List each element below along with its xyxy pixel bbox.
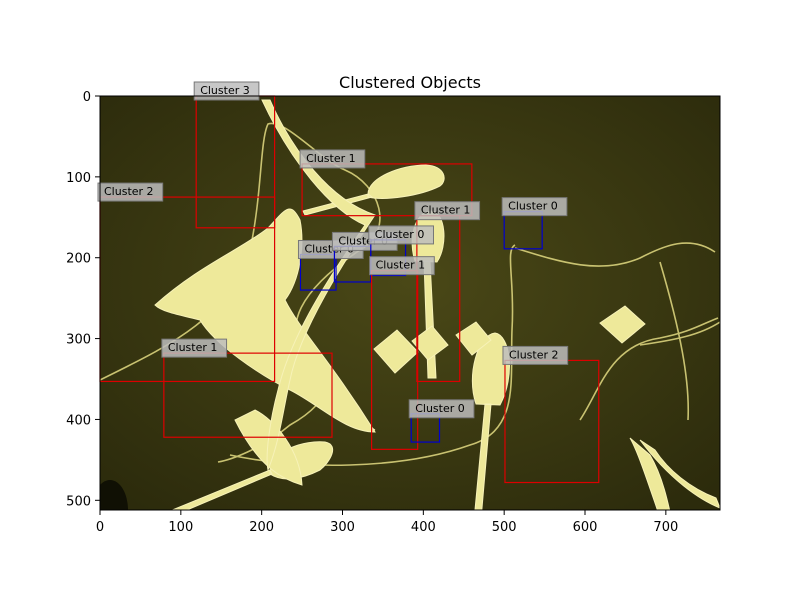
cluster-label: Cluster 1 bbox=[306, 152, 356, 165]
cluster-box-group: Cluster 2 bbox=[97, 182, 276, 383]
x-tick-label: 0 bbox=[96, 520, 104, 535]
cluster-label: Cluster 3 bbox=[200, 84, 250, 97]
cluster-label: Cluster 0 bbox=[508, 200, 558, 213]
x-axis: 0 100 200 300 400 500 600 700 bbox=[96, 510, 678, 535]
cluster-label-background bbox=[97, 182, 164, 202]
x-tick-label: 600 bbox=[573, 520, 598, 535]
cluster-label-background bbox=[369, 256, 435, 276]
x-tick-label: 400 bbox=[411, 520, 436, 535]
handle-object bbox=[261, 99, 376, 472]
y-tick-label: 0 bbox=[83, 90, 91, 105]
cluster-label: Cluster 2 bbox=[104, 185, 154, 198]
cluster-box-group: Cluster 0 bbox=[368, 225, 434, 277]
cluster-box-group: Cluster 0 bbox=[501, 197, 568, 250]
x-tick-label: 100 bbox=[168, 520, 193, 535]
cluster-label-background bbox=[368, 225, 434, 245]
cluster-label-background bbox=[502, 345, 569, 365]
x-tick-label: 200 bbox=[249, 520, 274, 535]
dark-corner bbox=[100, 480, 128, 510]
cluster-box-group: Cluster 2 bbox=[502, 345, 600, 484]
y-tick-label: 100 bbox=[66, 171, 91, 186]
y-tick-label: 500 bbox=[66, 494, 91, 509]
cluster-box-group: Cluster 0 bbox=[408, 399, 475, 443]
y-tick-label: 300 bbox=[66, 333, 91, 348]
cluster-box-group: Cluster 1 bbox=[369, 256, 435, 450]
cluster-label-background bbox=[501, 197, 568, 217]
cluster-label: Cluster 2 bbox=[509, 348, 559, 361]
cluster-label-background bbox=[161, 338, 228, 358]
cluster-box bbox=[301, 163, 473, 217]
cluster-label: Cluster 1 bbox=[168, 341, 218, 354]
bounding-boxes: Cluster 3 Cluster 1 Cluster 2 Cluster 1 Clus… bbox=[97, 81, 600, 484]
cluster-label-background bbox=[408, 399, 475, 419]
cluster-label: Cluster 1 bbox=[376, 259, 426, 272]
cluster-label: Cluster 0 bbox=[415, 402, 465, 415]
cluster-label: Cluster 0 bbox=[375, 228, 425, 241]
y-axis: 0 100 200 300 400 500 bbox=[66, 90, 100, 509]
cluster-box bbox=[163, 352, 333, 438]
photo-image bbox=[100, 96, 720, 510]
cluster-label-background bbox=[299, 149, 366, 169]
cube-object bbox=[599, 305, 646, 344]
cluster-box-group: Cluster 1 bbox=[414, 201, 481, 383]
cluster-box-group: Cluster 1 bbox=[161, 338, 333, 438]
y-tick-label: 200 bbox=[66, 252, 91, 267]
x-tick-label: 500 bbox=[492, 520, 517, 535]
cube-object bbox=[411, 325, 449, 361]
x-tick-label: 300 bbox=[330, 520, 355, 535]
cluster-label-background bbox=[414, 201, 481, 221]
cube-object bbox=[455, 321, 492, 356]
plot-frame bbox=[99, 95, 721, 511]
chart-title: Clustered Objects bbox=[339, 73, 481, 92]
y-tick-label: 400 bbox=[66, 413, 91, 428]
cluster-box-group: Cluster 1 bbox=[299, 149, 473, 217]
x-tick-label: 700 bbox=[653, 520, 678, 535]
spoon-object bbox=[471, 332, 510, 510]
cluster-label: Cluster 1 bbox=[421, 204, 471, 217]
knife-object bbox=[629, 437, 720, 510]
